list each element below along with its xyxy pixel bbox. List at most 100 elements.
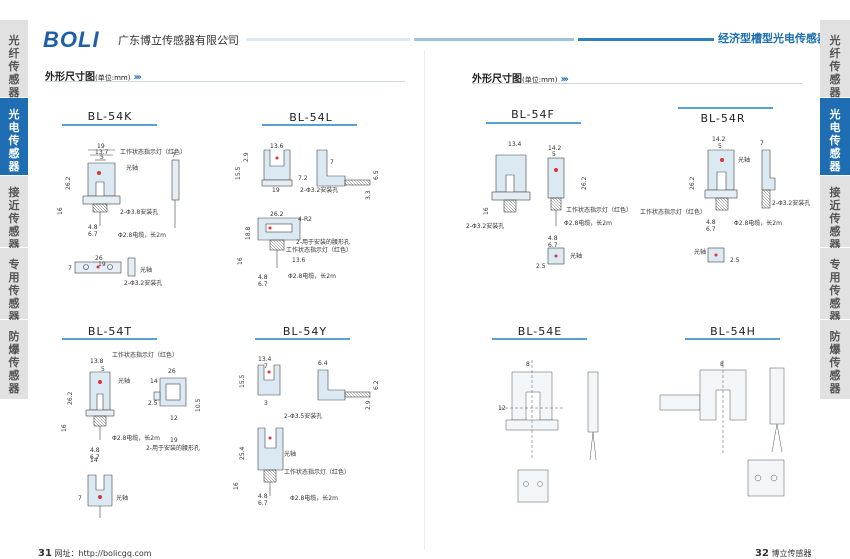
label-cable: Φ2.8电缆，长2m — [734, 219, 782, 227]
dim: 16 — [237, 257, 244, 265]
dim: 10.5 — [195, 398, 202, 412]
section-underline-left — [45, 81, 405, 82]
left-tab-fiber[interactable]: 光纤传感器 — [0, 20, 28, 99]
header-chevrons: ›››› — [222, 33, 232, 44]
dim: 7 — [330, 159, 334, 166]
dim: 6.2 — [373, 380, 380, 390]
left-tab-explosion-proof[interactable]: 防爆传感器 — [0, 320, 28, 400]
dim: 7 — [68, 265, 72, 272]
label-indicator: 工作状态指示灯（红色） — [284, 468, 350, 476]
label-hole: 2-Φ3.2安装孔 — [466, 222, 504, 230]
label-optical-axis: 光轴 — [738, 156, 750, 164]
dim: 5 — [100, 154, 104, 161]
left-tab-special[interactable]: 专用传感器 — [0, 248, 28, 323]
right-tab-label: 防爆传感器 — [829, 330, 841, 395]
dim: 13.4 — [258, 356, 272, 363]
label-cable: Φ2.8电缆，长2m — [118, 231, 166, 239]
right-tab-photoelectric[interactable]: 光电传感器 — [820, 98, 850, 176]
dim: 14.2 — [548, 145, 562, 152]
model-underline — [486, 122, 581, 124]
dim: 13.7 — [95, 149, 109, 156]
dim: 6.7 — [258, 281, 268, 288]
page-number-left: 31 — [38, 548, 52, 559]
dim: 5 — [101, 366, 105, 373]
dim: 8 — [526, 361, 530, 368]
page-title: 经济型槽型光电传感器 — [718, 32, 828, 45]
left-tab-label: 防爆传感器 — [8, 330, 20, 395]
model-underline — [262, 124, 357, 126]
label-optical-axis: 光轴 — [694, 248, 706, 256]
dim: 7.2 — [298, 175, 308, 182]
dim: 14 — [150, 378, 158, 385]
drawing-bl54h — [659, 360, 785, 497]
label-slot-hole: 2-用于安装的腰形孔 — [296, 238, 350, 246]
dim: 5 — [718, 143, 722, 150]
model-title-bl54y: BL-54Y — [282, 325, 328, 338]
dim: 26 — [168, 368, 176, 375]
dim: 19 — [97, 143, 105, 150]
dim: 19 — [170, 437, 178, 444]
dim: 15.5 — [239, 374, 246, 388]
right-tab-explosion-proof[interactable]: 防爆传感器 — [820, 320, 850, 400]
left-tab-proximity[interactable]: 接近传感器 — [0, 176, 28, 251]
model-title-bl54r: BL-54R — [700, 112, 746, 125]
footer-right: 32 博立传感器 — [755, 548, 811, 559]
left-tab-label: 专用传感器 — [8, 258, 20, 323]
dim: 2.9 — [365, 400, 372, 410]
right-tab-label: 接近传感器 — [829, 186, 841, 251]
dim: 5 — [552, 151, 556, 158]
website-link[interactable]: 网址：http://bolicgq.com — [54, 549, 152, 558]
dim: 13.6 — [292, 257, 306, 264]
dim: 13.6 — [270, 143, 284, 150]
dim: 26.2 — [581, 176, 588, 190]
dim: 7 — [264, 363, 268, 370]
dim: 6.7 — [90, 454, 100, 461]
label-hole: 2-Φ3.2安装孔 — [772, 199, 810, 207]
company-name: 广东博立传感器有限公司 — [118, 34, 239, 47]
label-cable: Φ2.8电缆，长2m — [290, 494, 338, 502]
label-hole: 2-Φ3.8安装孔 — [120, 208, 158, 216]
page-number-right: 32 — [755, 548, 769, 559]
dim: 4.8 — [88, 224, 98, 231]
dim: 2.5 — [148, 400, 158, 407]
label-cable: Φ2.8电缆，长2m — [288, 272, 336, 280]
dim: 4.8 — [258, 274, 268, 281]
label-slot-hole: 2-用于安装的腰形孔 — [146, 444, 200, 452]
footer-company: 博立传感器 — [771, 549, 812, 558]
model-underline — [678, 107, 773, 109]
label-indicator: 工作状态指示灯（红色） — [640, 208, 706, 216]
model-underline — [255, 338, 350, 340]
label-cable: Φ2.8电缆，长2m — [564, 219, 612, 227]
dim: 2.9 — [243, 152, 250, 162]
dim: 2.5 — [730, 257, 740, 264]
drawing-bl54y — [257, 364, 371, 496]
right-tab-fiber[interactable]: 光纤传感器 — [820, 20, 850, 99]
right-tab-proximity[interactable]: 接近传感器 — [820, 176, 850, 251]
dim: 3.3 — [365, 190, 372, 200]
model-underline — [62, 338, 157, 340]
dim: 16 — [483, 207, 490, 215]
drawing-bl54k — [74, 149, 180, 277]
right-tab-special[interactable]: 专用传感器 — [820, 248, 850, 323]
dim: 6.7 — [88, 231, 98, 238]
left-tab-photoelectric[interactable]: 光电传感器 — [0, 98, 28, 176]
label-cable: Φ2.8电缆，长2m — [112, 434, 160, 442]
drawing-bl54e — [500, 360, 599, 503]
dim: 6.4 — [318, 360, 328, 367]
drawing-bl54f — [491, 154, 565, 265]
dim: 12 — [498, 405, 506, 412]
brand-logo: BOLI — [43, 27, 100, 52]
drawing-bl54l — [257, 149, 371, 268]
dim: 16 — [57, 207, 64, 215]
dim: 4.8 — [548, 235, 558, 242]
dim: 26.2 — [270, 211, 284, 218]
dim: 14 — [90, 457, 98, 464]
dim: 14.2 — [712, 136, 726, 143]
dim: 6.5 — [373, 170, 380, 180]
dim: 16 — [61, 424, 68, 432]
label-hole: 2-Φ3.2安装孔 — [300, 186, 338, 194]
model-underline — [492, 338, 587, 340]
label-optical-axis: 光轴 — [118, 377, 130, 385]
dim: 4.8 — [706, 219, 716, 226]
